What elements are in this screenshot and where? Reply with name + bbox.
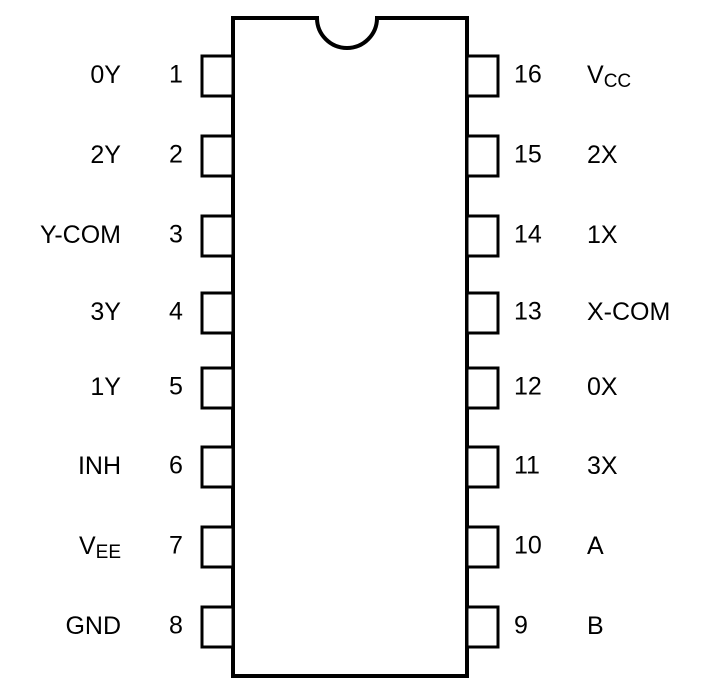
left-pin-name: 3Y — [90, 298, 121, 326]
left-pin-name: 1Y — [90, 373, 121, 401]
right-pin-name: 1X — [587, 221, 618, 249]
pin-lead — [465, 525, 500, 569]
pin-lead — [200, 605, 235, 649]
right-pin-name: X-COM — [587, 298, 670, 326]
pin-14: 14 1X — [465, 214, 618, 258]
right-pin-name: 3X — [587, 452, 618, 480]
pin-7: 7 VEE — [79, 525, 235, 569]
right-pin-name: 2X — [587, 141, 618, 169]
pin-11: 11 3X — [465, 445, 618, 489]
pin-number: 14 — [514, 221, 542, 249]
pin-13: 13 X-COM — [465, 291, 670, 335]
pin-number: 6 — [169, 452, 183, 480]
pin-2: 2 2Y — [90, 134, 235, 178]
left-pin-name: INH — [78, 452, 121, 480]
pin-12: 12 0X — [465, 366, 618, 410]
pin-number: 5 — [169, 373, 183, 401]
pin-number: 2 — [169, 141, 183, 169]
left-pin-name: GND — [65, 612, 121, 640]
pin-lead — [465, 605, 500, 649]
right-pin-name: A — [587, 532, 604, 560]
pin-number: 4 — [169, 298, 183, 326]
pin-number: 7 — [169, 532, 183, 560]
chip-body — [231, 16, 469, 678]
pin-number: 1 — [169, 61, 183, 89]
pin-lead — [465, 366, 500, 410]
pin-6: 6 INH — [78, 445, 235, 489]
pin-15: 15 2X — [465, 134, 618, 178]
pin-lead — [200, 134, 235, 178]
pin-number: 8 — [169, 612, 183, 640]
pin-lead — [200, 525, 235, 569]
pin-3: 3 Y-COM — [40, 214, 235, 258]
pin-lead — [465, 214, 500, 258]
pin-number: 13 — [514, 298, 542, 326]
pin-number: 15 — [514, 141, 542, 169]
pin-4: 4 3Y — [90, 291, 235, 335]
right-pin-name: 0X — [587, 373, 618, 401]
pin-number: 9 — [514, 612, 528, 640]
pin-lead — [200, 366, 235, 410]
pin-10: 10 A — [465, 525, 604, 569]
left-pin-name: 2Y — [90, 141, 121, 169]
pin-lead — [465, 54, 500, 98]
pin-lead — [465, 134, 500, 178]
pin-number: 16 — [514, 61, 542, 89]
pin-number: 11 — [514, 452, 540, 480]
pin-lead — [465, 445, 500, 489]
pin-lead — [200, 445, 235, 489]
pin-number: 12 — [514, 373, 542, 401]
left-pin-name: VEE — [79, 532, 121, 563]
pin-lead — [200, 291, 235, 335]
pin-lead — [465, 291, 500, 335]
pin-1: 1 0Y — [90, 54, 235, 98]
right-pin-name: B — [587, 612, 604, 640]
pin-5: 5 1Y — [90, 366, 235, 410]
left-pin-name: Y-COM — [40, 221, 121, 249]
pin-number: 3 — [169, 221, 183, 249]
pin-lead — [200, 54, 235, 98]
pin-16: 16 VCC — [465, 54, 631, 98]
left-pin-name: 0Y — [90, 61, 121, 89]
right-pin-name: VCC — [587, 61, 631, 92]
pin-8: 8 GND — [65, 605, 235, 649]
pin-number: 10 — [514, 532, 542, 560]
pin-lead — [200, 214, 235, 258]
left-pin-column: 1 0Y 2 2Y 3 Y-COM 4 3Y 5 1Y 6 INH 7 VEE 8 GND — [40, 54, 235, 649]
